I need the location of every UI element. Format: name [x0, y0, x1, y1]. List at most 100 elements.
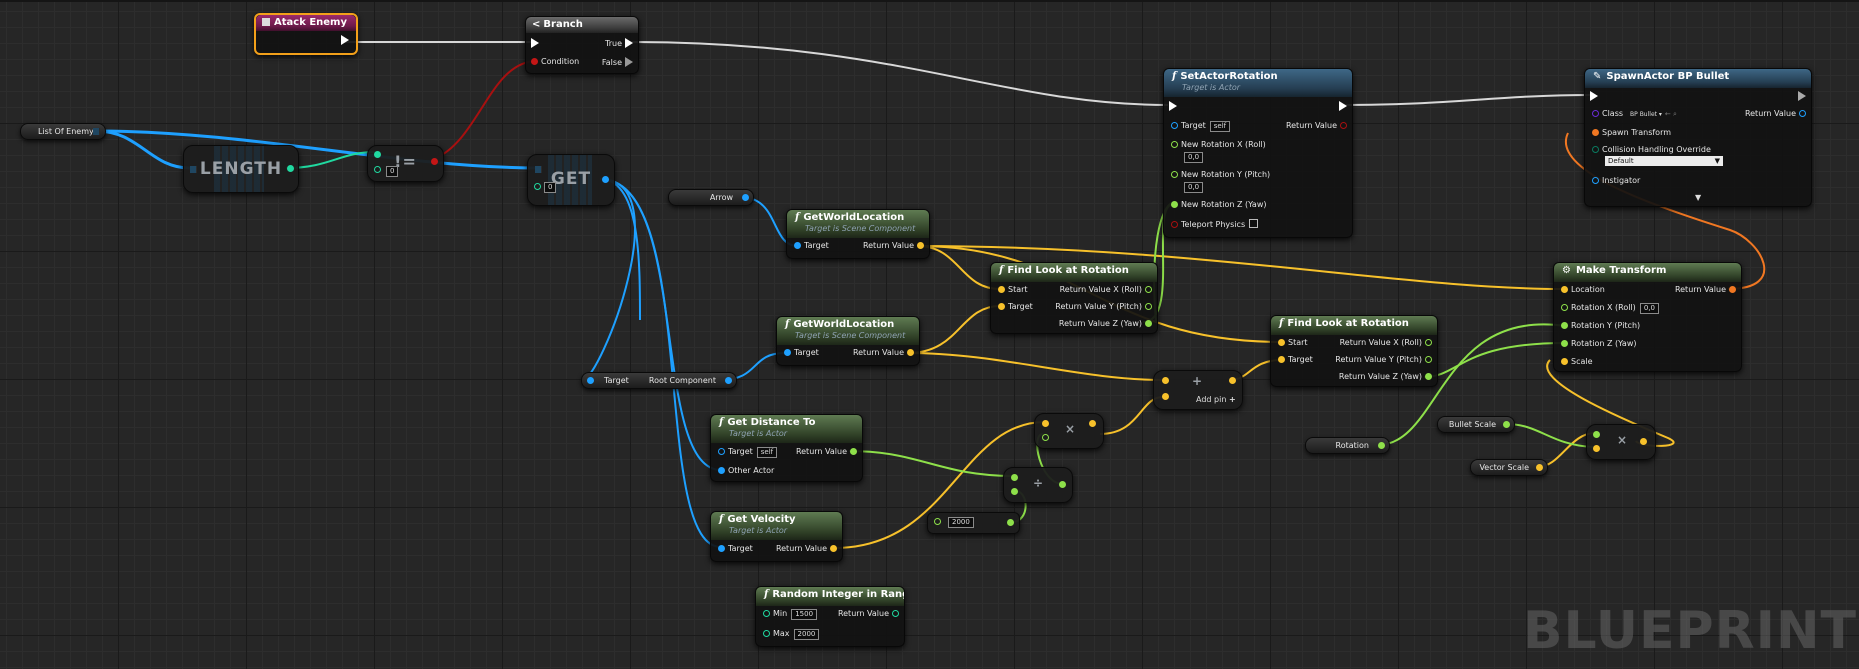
vector-in-pin-b[interactable] — [1162, 393, 1169, 400]
root-component-node[interactable]: Target Root Component — [581, 372, 737, 389]
variable-list-of-enemy[interactable]: List Of Enemy — [20, 123, 106, 140]
literal-value-field[interactable]: 2000 — [948, 517, 974, 528]
return-value-pin[interactable]: Return Value — [1745, 109, 1809, 119]
int-out-pin[interactable] — [287, 165, 294, 172]
add-node[interactable]: + Add pin + — [1153, 370, 1243, 410]
multiply-node-2[interactable]: × — [1586, 424, 1656, 460]
exec-out-pin[interactable] — [1795, 91, 1809, 102]
max-value-field[interactable]: 2000 — [793, 629, 820, 640]
exec-in-pin[interactable] — [1166, 101, 1180, 112]
rotation-y-pin[interactable]: New Rotation Y (Pitch) — [1168, 170, 1270, 180]
event-atack-enemy[interactable]: Atack Enemy — [254, 13, 358, 55]
spawn-transform-pin[interactable]: Spawn Transform — [1589, 128, 1671, 138]
float-out-pin[interactable] — [1059, 481, 1066, 488]
exec-in-pin[interactable] — [528, 38, 542, 49]
branch-node[interactable]: <Branch True Condition False — [525, 16, 639, 74]
array-in-pin[interactable] — [190, 166, 197, 173]
add-pin-button[interactable]: Add pin + — [1196, 395, 1236, 404]
expand-arrow-icon[interactable]: ▼ — [1695, 193, 1702, 202]
target-pin[interactable]: Target — [715, 544, 753, 554]
divide-node[interactable]: ÷ — [1003, 467, 1073, 503]
float-out-pin[interactable] — [1503, 421, 1510, 428]
return-value-pin[interactable]: Return Value — [838, 609, 902, 619]
multiply-node[interactable]: × — [1034, 413, 1104, 449]
object-in-pin[interactable] — [587, 377, 594, 384]
vector-out-pin[interactable] — [1536, 464, 1543, 471]
vector-out-pin[interactable] — [1089, 420, 1096, 427]
other-actor-pin[interactable]: Other Actor — [715, 466, 774, 476]
object-out-pin[interactable] — [602, 176, 609, 183]
collision-dropdown[interactable]: Default▼ — [1605, 156, 1723, 166]
class-select[interactable]: BP Bullet ▾ — [1630, 111, 1662, 118]
vector-out-pin[interactable] — [1229, 377, 1236, 384]
return-x-pin[interactable]: Return Value X (Roll) — [1060, 285, 1155, 295]
object-out-pin[interactable] — [742, 194, 749, 201]
teleport-pin[interactable]: Teleport Physics — [1168, 219, 1259, 230]
return-value-pin[interactable]: Return Value — [853, 348, 917, 358]
make-transform-node[interactable]: ⚙Make Transform Location Return Value Ro… — [1553, 262, 1742, 372]
int-in-pin-a[interactable] — [374, 151, 381, 158]
target-pin[interactable]: Target — [1275, 355, 1313, 365]
float-in-pin-b[interactable] — [1011, 488, 1018, 495]
return-value-pin[interactable]: Return Value — [796, 447, 860, 457]
rotation-z-pin[interactable]: New Rotation Z (Yaw) — [1168, 200, 1267, 210]
location-pin[interactable]: Location — [1558, 285, 1605, 295]
float-in-pin[interactable] — [934, 518, 941, 525]
int-in-pin-b[interactable] — [374, 166, 381, 173]
rotation-y-pin[interactable]: Rotation Y (Pitch) — [1558, 321, 1640, 331]
return-value-pin[interactable]: Return Value — [863, 241, 927, 251]
variable-rotation[interactable]: Rotation — [1305, 437, 1390, 454]
float-in-pin[interactable] — [1593, 431, 1600, 438]
return-value-pin[interactable]: Return Value — [1286, 121, 1350, 131]
target-pin[interactable]: Target — [995, 302, 1033, 312]
rotation-x-field[interactable]: 0,0 — [1184, 152, 1204, 163]
variable-arrow[interactable]: Arrow — [668, 189, 754, 206]
rotation-y-field[interactable]: 0,0 — [1184, 182, 1204, 193]
variable-vector-scale[interactable]: Vector Scale — [1470, 459, 1548, 476]
variable-bullet-scale[interactable]: Bullet Scale — [1437, 416, 1515, 433]
start-pin[interactable]: Start — [995, 285, 1028, 295]
object-out-pin[interactable] — [725, 377, 732, 384]
not-equal-node[interactable]: != 0 — [367, 145, 444, 182]
float-in-pin-a[interactable] — [1011, 474, 1018, 481]
false-pin[interactable]: False — [602, 57, 636, 68]
target-pin[interactable]: Target — [781, 348, 819, 358]
length-node[interactable]: LENGTH — [183, 145, 299, 193]
float-in-pin[interactable] — [1042, 434, 1049, 441]
bool-out-pin[interactable] — [431, 158, 438, 165]
rotation-x-field[interactable]: 0,0 — [1639, 303, 1659, 314]
min-value-field[interactable]: 1500 — [791, 609, 818, 620]
return-value-pin[interactable]: Return Value — [1675, 285, 1739, 295]
array-in-pin[interactable] — [535, 166, 542, 173]
float-out-pin[interactable] — [1007, 519, 1014, 526]
get-node[interactable]: GET 0 — [527, 154, 615, 206]
return-x-pin[interactable]: Return Value X (Roll) — [1340, 338, 1435, 348]
exec-out-pin[interactable] — [338, 35, 352, 46]
browse-icon[interactable]: ← ⌕ — [1664, 110, 1677, 118]
target-value-field[interactable]: self — [1209, 121, 1231, 132]
target-pin[interactable]: Target — [791, 241, 829, 251]
rotation-z-pin[interactable]: Rotation Z (Yaw) — [1558, 339, 1637, 349]
int-value-field[interactable]: 0 — [386, 166, 399, 177]
collision-pin[interactable]: Collision Handling Override — [1589, 145, 1711, 155]
return-z-pin[interactable]: Return Value Z (Yaw) — [1339, 372, 1435, 382]
true-pin[interactable]: True — [605, 38, 636, 49]
int-in-pin[interactable] — [534, 183, 541, 190]
scale-pin[interactable]: Scale — [1558, 357, 1593, 367]
return-z-pin[interactable]: Return Value Z (Yaw) — [1059, 319, 1155, 329]
vector-in-pin-a[interactable] — [1162, 377, 1169, 384]
teleport-checkbox[interactable] — [1249, 219, 1259, 228]
return-y-pin[interactable]: Return Value Y (Pitch) — [1335, 355, 1435, 365]
condition-pin[interactable]: Condition — [528, 57, 579, 67]
literal-float-node[interactable]: 2000 — [927, 512, 1020, 534]
return-value-pin[interactable]: Return Value — [776, 544, 840, 554]
